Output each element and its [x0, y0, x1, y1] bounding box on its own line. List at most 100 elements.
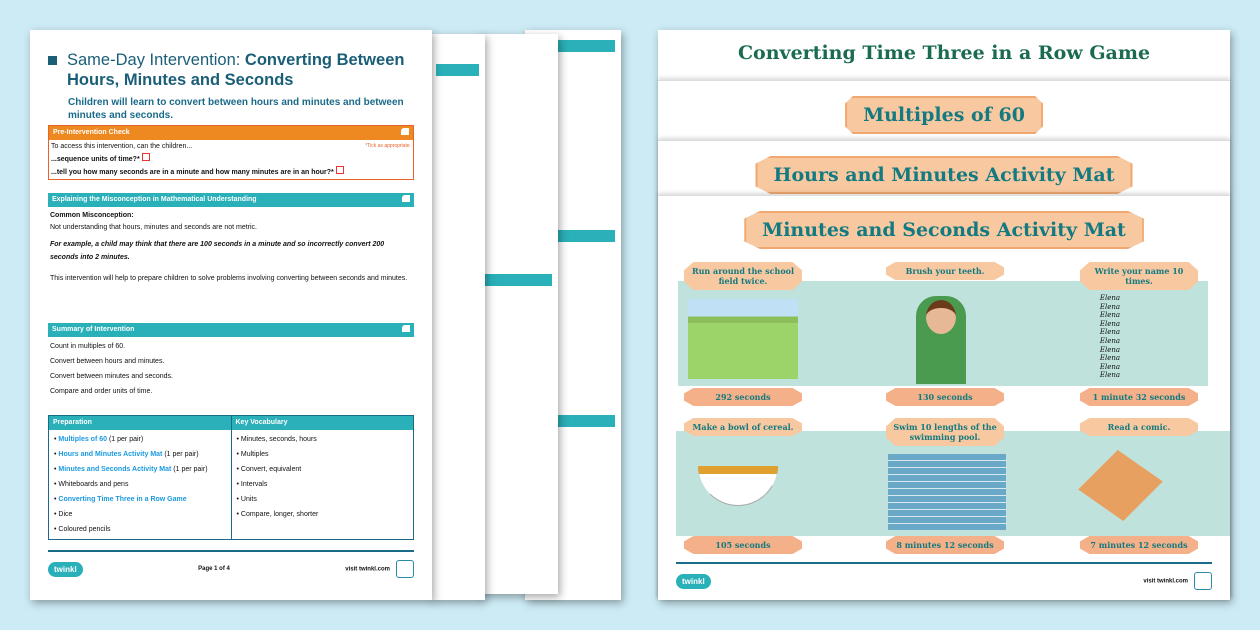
pre-intervention-check: Pre-Intervention Check To access this in…	[48, 125, 414, 180]
intervention-help: This intervention will help to prepare c…	[50, 275, 408, 282]
vocabulary-text: Minutes, seconds, hours	[240, 436, 317, 443]
checkbox[interactable]	[335, 166, 344, 174]
page-footer: twinkl visit twinkl.com	[676, 562, 1212, 590]
activity-task-card[interactable]: Read a comic.	[1080, 418, 1198, 436]
quality-badge-icon	[1194, 572, 1212, 590]
preparation-item: • Converting Time Three in a Row Game	[54, 496, 187, 503]
vocabulary-text: Units	[240, 496, 257, 503]
section-header-bar: Summary of Intervention	[48, 323, 414, 337]
back-page-2	[430, 34, 485, 600]
written-name: Elena	[1099, 362, 1121, 371]
vocabulary-item: • Multiples	[236, 451, 269, 458]
vocabulary-item: • Intervals	[236, 481, 268, 488]
corner-icon	[402, 325, 410, 332]
quality-badge-icon	[395, 560, 414, 578]
activity-task-card[interactable]: Swim 10 lengths of the swimming pool.	[886, 418, 1004, 446]
activity-task-card[interactable]: Write your name 10 times.	[1080, 262, 1198, 290]
page-number: Page 1 of 4	[198, 566, 230, 572]
vocabulary-item: • Compare, longer, shorter	[236, 511, 319, 518]
misconception-text: Not understanding that hours, minutes an…	[50, 224, 258, 231]
preparation-item: • Hours and Minutes Activity Mat (1 per …	[54, 451, 199, 458]
preparation-item: • Coloured pencils	[54, 526, 111, 533]
written-name: Elena	[1099, 371, 1121, 380]
summary-item: Compare and order units of time.	[50, 388, 153, 395]
vocabulary-text: Intervals	[240, 481, 268, 488]
checkbox[interactable]	[141, 153, 150, 161]
field-image	[688, 299, 798, 379]
written-name: Elena	[1099, 302, 1121, 311]
site-link[interactable]: visit twinkl.com	[1143, 578, 1188, 585]
vocabulary-text: Compare, longer, shorter	[240, 511, 319, 518]
intervention-page: Same-Day Intervention: Converting Betwee…	[30, 30, 432, 600]
misconception-example: For example, a child may think that ther…	[50, 241, 385, 261]
item-text: Coloured pencils	[58, 526, 111, 533]
preparation-item: • Whiteboards and pens	[54, 481, 129, 488]
activity-task-card[interactable]: Brush your teeth.	[886, 262, 1004, 280]
summary-item: Count in multiples of 60.	[50, 343, 126, 350]
mat-title: Minutes and Seconds Activity Mat	[744, 211, 1144, 249]
activity-answer-card[interactable]: 105 seconds	[684, 536, 802, 554]
summary-item: Convert between hours and minutes.	[50, 358, 165, 365]
item-text: Dice	[58, 511, 73, 518]
resource-link[interactable]: Converting Time Three in a Row Game	[58, 496, 187, 503]
twinkl-logo: twinkl	[676, 573, 711, 589]
vocabulary-column: Key Vocabulary • Minutes, seconds, hours…	[230, 416, 413, 539]
vocabulary-item: • Units	[236, 496, 257, 503]
vocabulary-item: • Minutes, seconds, hours	[236, 436, 317, 443]
game-title: Converting Time Three in a Row Game	[737, 42, 1151, 64]
girl-brushing-teeth-image	[916, 296, 966, 384]
back-page-3	[478, 34, 558, 594]
preparation-column: Preparation • Multiples of 60 (1 per pai…	[49, 416, 231, 539]
vocabulary-item: • Convert, equivalent	[236, 466, 302, 473]
item-text: (1 per pair)	[171, 466, 208, 473]
summary-section: Summary of Intervention Count in multipl…	[48, 323, 414, 399]
title-bold: Converting Between Hours, Minutes and Se…	[67, 51, 405, 89]
activity-answer-card[interactable]: 8 minutes 12 seconds	[886, 536, 1004, 554]
section-header: Explaining the Misconception in Mathemat…	[52, 196, 257, 203]
section-header: Pre-Intervention Check	[53, 129, 130, 136]
written-name: Elena	[1099, 354, 1121, 363]
activity-answer-card[interactable]: 292 seconds	[684, 388, 802, 406]
resource-link[interactable]: Minutes and Seconds Activity Mat	[58, 466, 172, 473]
intro-text: To access this intervention, can the chi…	[51, 143, 193, 150]
misconception-label: Common Misconception:	[50, 212, 134, 219]
resource-link[interactable]: Hours and Minutes Activity Mat	[58, 451, 163, 458]
resource-link[interactable]: Multiples of 60	[58, 436, 108, 443]
item-text: Whiteboards and pens	[58, 481, 129, 488]
title-square-icon	[48, 56, 57, 65]
item-text: (1 per pair)	[107, 436, 144, 443]
check-item: ...tell you how many seconds are in a mi…	[51, 169, 334, 176]
activity-task-card[interactable]: Run around the school field twice.	[684, 262, 802, 290]
section-header-bar: Explaining the Misconception in Mathemat…	[48, 193, 414, 207]
vocabulary-text: Multiples	[240, 451, 269, 458]
title-light: Same-Day Intervention:	[67, 51, 245, 69]
preparation-item: • Minutes and Seconds Activity Mat (1 pe…	[54, 466, 208, 473]
section-header-bar: Pre-Intervention Check	[49, 126, 413, 140]
written-name: Elena	[1099, 294, 1121, 302]
tick-note: *Tick as appropriate.	[365, 143, 411, 149]
written-name: Elena	[1099, 319, 1121, 328]
swimming-pool-image	[888, 454, 1006, 530]
mat-title: Multiples of 60	[845, 96, 1043, 134]
preparation-item: • Multiples of 60 (1 per pair)	[54, 436, 144, 443]
activity-answer-card[interactable]: 7 minutes 12 seconds	[1080, 536, 1198, 554]
mat-title: Hours and Minutes Activity Mat	[755, 156, 1133, 194]
activity-answer-card[interactable]: 130 seconds	[886, 388, 1004, 406]
corner-icon	[402, 195, 410, 202]
check-item: ...sequence units of time?*	[51, 156, 140, 163]
twinkl-logo: twinkl	[48, 561, 83, 577]
page-footer: twinkl Page 1 of 4 visit twinkl.com	[48, 550, 414, 578]
section-header: Summary of Intervention	[52, 326, 135, 333]
written-name: Elena	[1099, 311, 1121, 320]
written-name: Elena	[1099, 336, 1121, 345]
page-heading: Same-Day Intervention: Converting Betwee…	[48, 50, 414, 122]
corner-icon	[401, 128, 409, 135]
preparation-header: Preparation	[49, 416, 231, 430]
page-title: Same-Day Intervention: Converting Betwee…	[48, 50, 414, 90]
activity-task-card[interactable]: Make a bowl of cereal.	[684, 418, 802, 436]
site-link[interactable]: visit twinkl.com	[345, 566, 390, 573]
activity-answer-card[interactable]: 1 minute 32 seconds	[1080, 388, 1198, 406]
page-subtitle: Children will learn to convert between h…	[68, 97, 404, 121]
